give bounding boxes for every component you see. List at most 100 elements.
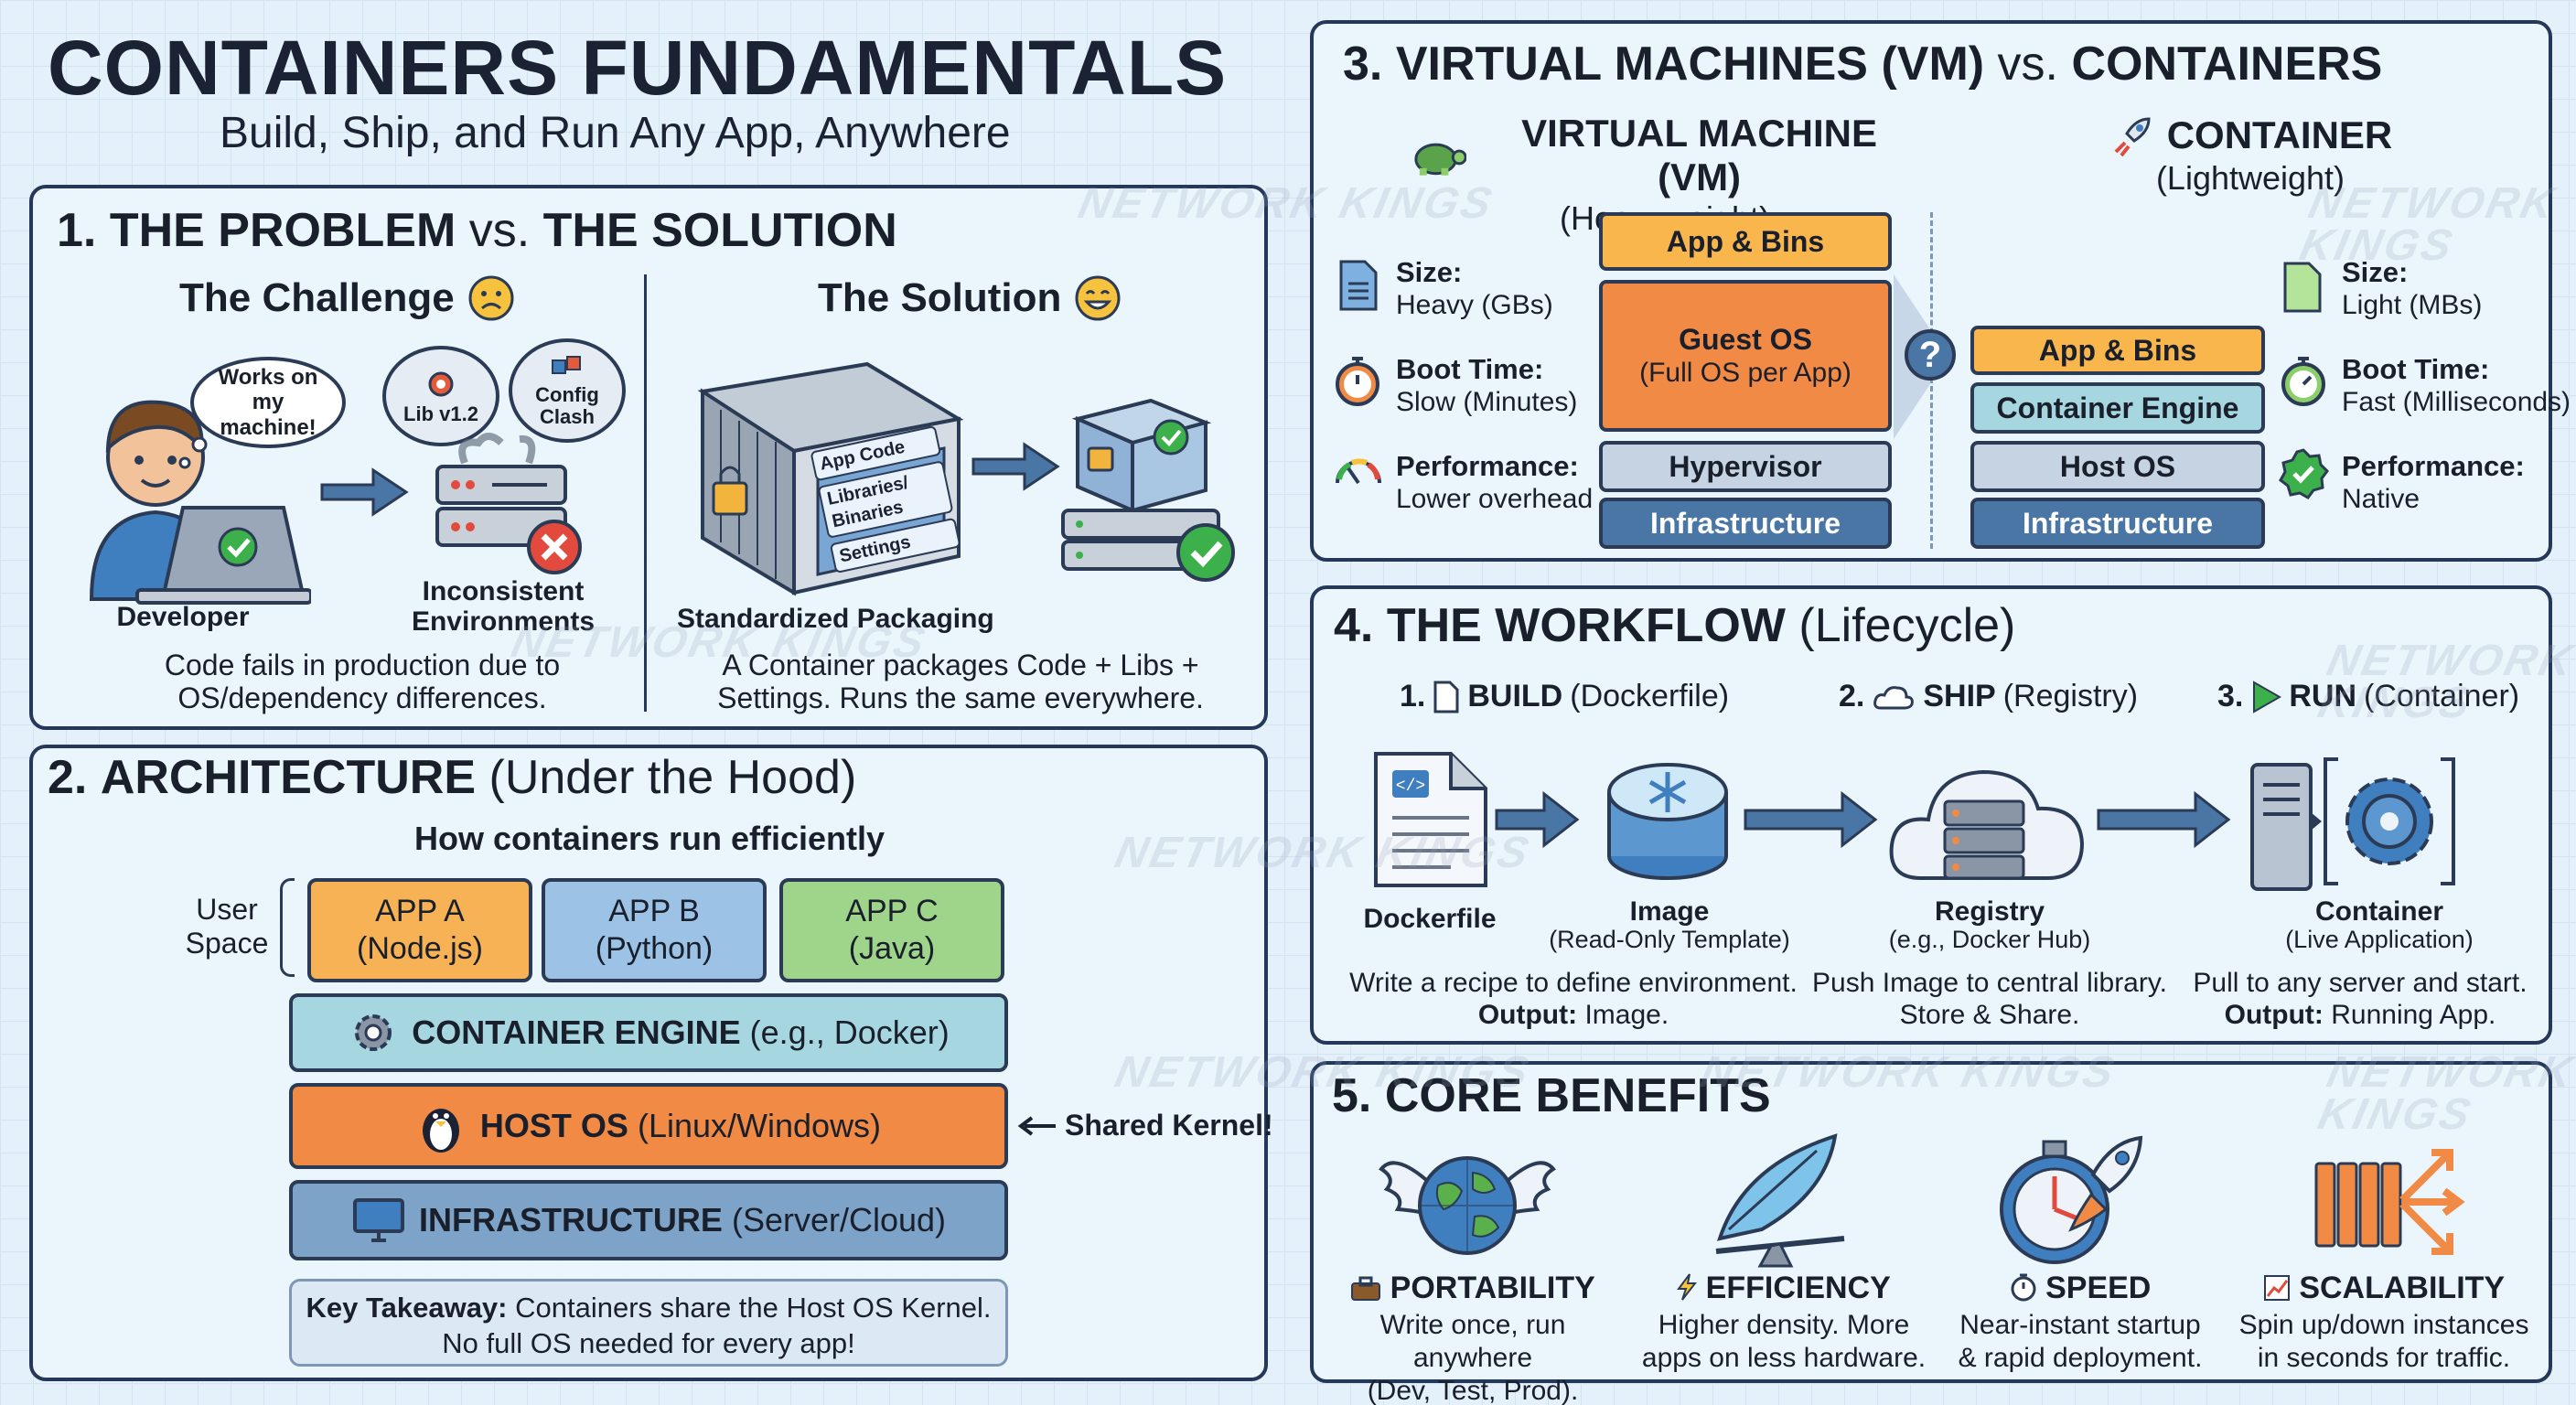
- vm-layer-app-bins: App & Bins: [1599, 212, 1892, 271]
- vm-stat-performance: Performance:Lower overhead: [1396, 450, 1594, 514]
- benefit-title-speed: SPEED: [1925, 1270, 2236, 1307]
- panel1-divider: [644, 274, 647, 712]
- arrow-right-icon: [1744, 790, 1878, 849]
- file-icon: [1339, 260, 1378, 311]
- cloud-lib: Lib v1.2: [382, 346, 499, 446]
- ct-stat-performance: Performance:Native: [2342, 450, 2525, 514]
- cloud-config: Config Clash: [509, 338, 626, 443]
- panel2-title: 2. ARCHITECTURE (Under the Hood): [48, 751, 857, 804]
- ct-stat-boot: Boot Time:Fast (Milliseconds): [2342, 353, 2571, 417]
- container-heading: CONTAINER (Lightweight): [2058, 112, 2442, 198]
- stopwatch-icon: [1336, 357, 1379, 406]
- app-c-name: APP C: [845, 894, 939, 929]
- ct-stat-size: Size:Light (MBs): [2342, 256, 2483, 320]
- developer-label: Developer: [116, 602, 250, 632]
- ct-layer-infrastructure: Infrastructure: [1970, 498, 2265, 549]
- key-takeaway-box: Key Takeaway: Containers share the Host …: [289, 1279, 1008, 1367]
- page-subtitle: Build, Ship, and Run Any App, Anywhere: [220, 109, 1011, 157]
- briefcase-icon: [1351, 1276, 1381, 1301]
- lightning-icon: [1677, 1273, 1698, 1301]
- benefit-title-portability: PORTABILITY: [1317, 1270, 1628, 1307]
- registry-label: Registry (e.g., Docker Hub): [1888, 896, 2091, 953]
- challenge-description: Code fails in production due to OS/depen…: [164, 649, 561, 714]
- panel4-title: 4. THE WORKFLOW (Lifecycle): [1334, 599, 2016, 652]
- page-title: CONTAINERS FUNDAMENTALS: [48, 25, 1228, 111]
- app-a-lang: (Node.js): [357, 931, 483, 966]
- ct-layer-app-bins: App & Bins: [1970, 326, 2265, 375]
- vm-layer-hypervisor: Hypervisor: [1599, 441, 1892, 492]
- benefit-speed: SPEED Near-instant startup & rapid deplo…: [1925, 1270, 2236, 1375]
- feather-scale-icon: [1715, 1133, 1845, 1268]
- arrow-left-icon: [1017, 1115, 1056, 1136]
- gear-icon: [355, 1014, 392, 1051]
- app-c-lang: (Java): [848, 931, 936, 966]
- timer-icon: [2011, 1273, 2036, 1302]
- standardized-label: Standardized Packaging: [677, 604, 994, 634]
- benefit-scalability: SCALABILITY Spin up/down instances in se…: [2228, 1270, 2539, 1375]
- image-snowflake-icon: [1607, 763, 1728, 880]
- panel5-title: 5. CORE BENEFITS: [1332, 1069, 1771, 1122]
- app-a-card: APP A (Node.js): [307, 878, 532, 982]
- ct-layer-container-engine: Container Engine: [1970, 382, 2265, 434]
- globe-wings-icon: [1379, 1156, 1556, 1255]
- step-build-heading: 1. BUILD (Dockerfile): [1400, 679, 1730, 713]
- container-engine-layer: CONTAINER ENGINE (e.g., Docker): [289, 993, 1008, 1072]
- image-label: Image (Read-Only Template): [1549, 896, 1790, 953]
- host-os-layer: HOST OS (Linux/Windows): [289, 1083, 1008, 1169]
- bubble-dots: [178, 437, 208, 469]
- app-b-lang: (Python): [595, 931, 714, 966]
- solution-heading: The Solution: [818, 274, 1122, 322]
- app-a-name: APP A: [375, 894, 465, 929]
- happy-face-icon: [1075, 275, 1121, 321]
- turtle-icon: [1414, 143, 1467, 176]
- puzzle-icon: [552, 355, 581, 374]
- step-run-heading: 3. RUN (Container): [2217, 679, 2520, 713]
- vm-stat-size: Size:Heavy (GBs): [1396, 256, 1553, 320]
- broken-server-illustration: [435, 433, 582, 574]
- stopwatch-rocket-icon: [2000, 1135, 2143, 1264]
- container-sub: (Lightweight): [2155, 159, 2345, 197]
- developer-illustration: [89, 400, 311, 605]
- benefit-efficiency: EFFICIENCY Higher density. More apps on …: [1628, 1270, 1939, 1375]
- architecture-subtitle: How containers run efficiently: [413, 820, 886, 857]
- vm-container-divider: [1930, 212, 1933, 549]
- app-b-name: APP B: [608, 894, 700, 929]
- benefit-portability: PORTABILITY Write once, run anywhere (De…: [1317, 1270, 1628, 1405]
- arrow-right-icon: [320, 467, 409, 517]
- solution-description: A Container packages Code + Libs + Setti…: [717, 649, 1204, 714]
- trend-chart-icon: [2263, 1275, 2290, 1301]
- server-gear-icon: [2250, 757, 2455, 891]
- play-icon: [2253, 680, 2282, 713]
- container-label: Container (Live Application): [2285, 896, 2474, 953]
- run-description: Pull to any server and start. Output: Ru…: [2193, 968, 2528, 1030]
- dockerfile-label: Dockerfile: [1363, 904, 1497, 934]
- benefit-title-scalability: SCALABILITY: [2228, 1270, 2539, 1307]
- registry-cloud-icon: [1889, 769, 2085, 880]
- cloud-icon: [1873, 685, 1915, 709]
- arrow-right-icon: [971, 442, 1060, 491]
- ct-layer-host-os: Host OS: [1970, 441, 2265, 492]
- svg-text:</>: </>: [1396, 778, 1425, 796]
- panel3-title: 3. VIRTUAL MACHINES (VM) vs. CONTAINERS: [1343, 38, 2383, 91]
- step-ship-heading: 2. SHIP (Registry): [1839, 679, 2139, 713]
- shared-kernel-label: Shared Kernel!: [1015, 1109, 1273, 1142]
- build-description: Write a recipe to define environment. Ou…: [1349, 968, 1798, 1030]
- file-icon: [2283, 262, 2322, 313]
- benefit-title-efficiency: EFFICIENCY: [1628, 1270, 1939, 1307]
- inconsistent-label: Inconsistent Environments: [411, 576, 596, 637]
- panel-problem-solution: [29, 185, 1268, 730]
- app-c-card: APP C (Java): [779, 878, 1004, 982]
- monitor-icon: [352, 1198, 404, 1242]
- challenge-heading: The Challenge: [179, 274, 515, 322]
- check-badge-icon: [2279, 448, 2329, 499]
- speech-bubble: Works on my machine!: [190, 357, 346, 448]
- document-icon: [1433, 681, 1459, 713]
- gauge-icon: [1336, 458, 1381, 485]
- vm-stat-boot: Boot Time:Slow (Minutes): [1396, 353, 1578, 417]
- dockerfile-document-icon: </>: [1374, 752, 1487, 887]
- container-on-server-illustration: [1061, 398, 1235, 582]
- scale-arrows-icon: [2314, 1149, 2465, 1255]
- panel1-title: 1. THE PROBLEM vs. THE SOLUTION: [57, 204, 897, 257]
- vm-layer-guest-os: Guest OS (Full OS per App): [1599, 280, 1892, 432]
- sad-face-icon: [468, 275, 514, 321]
